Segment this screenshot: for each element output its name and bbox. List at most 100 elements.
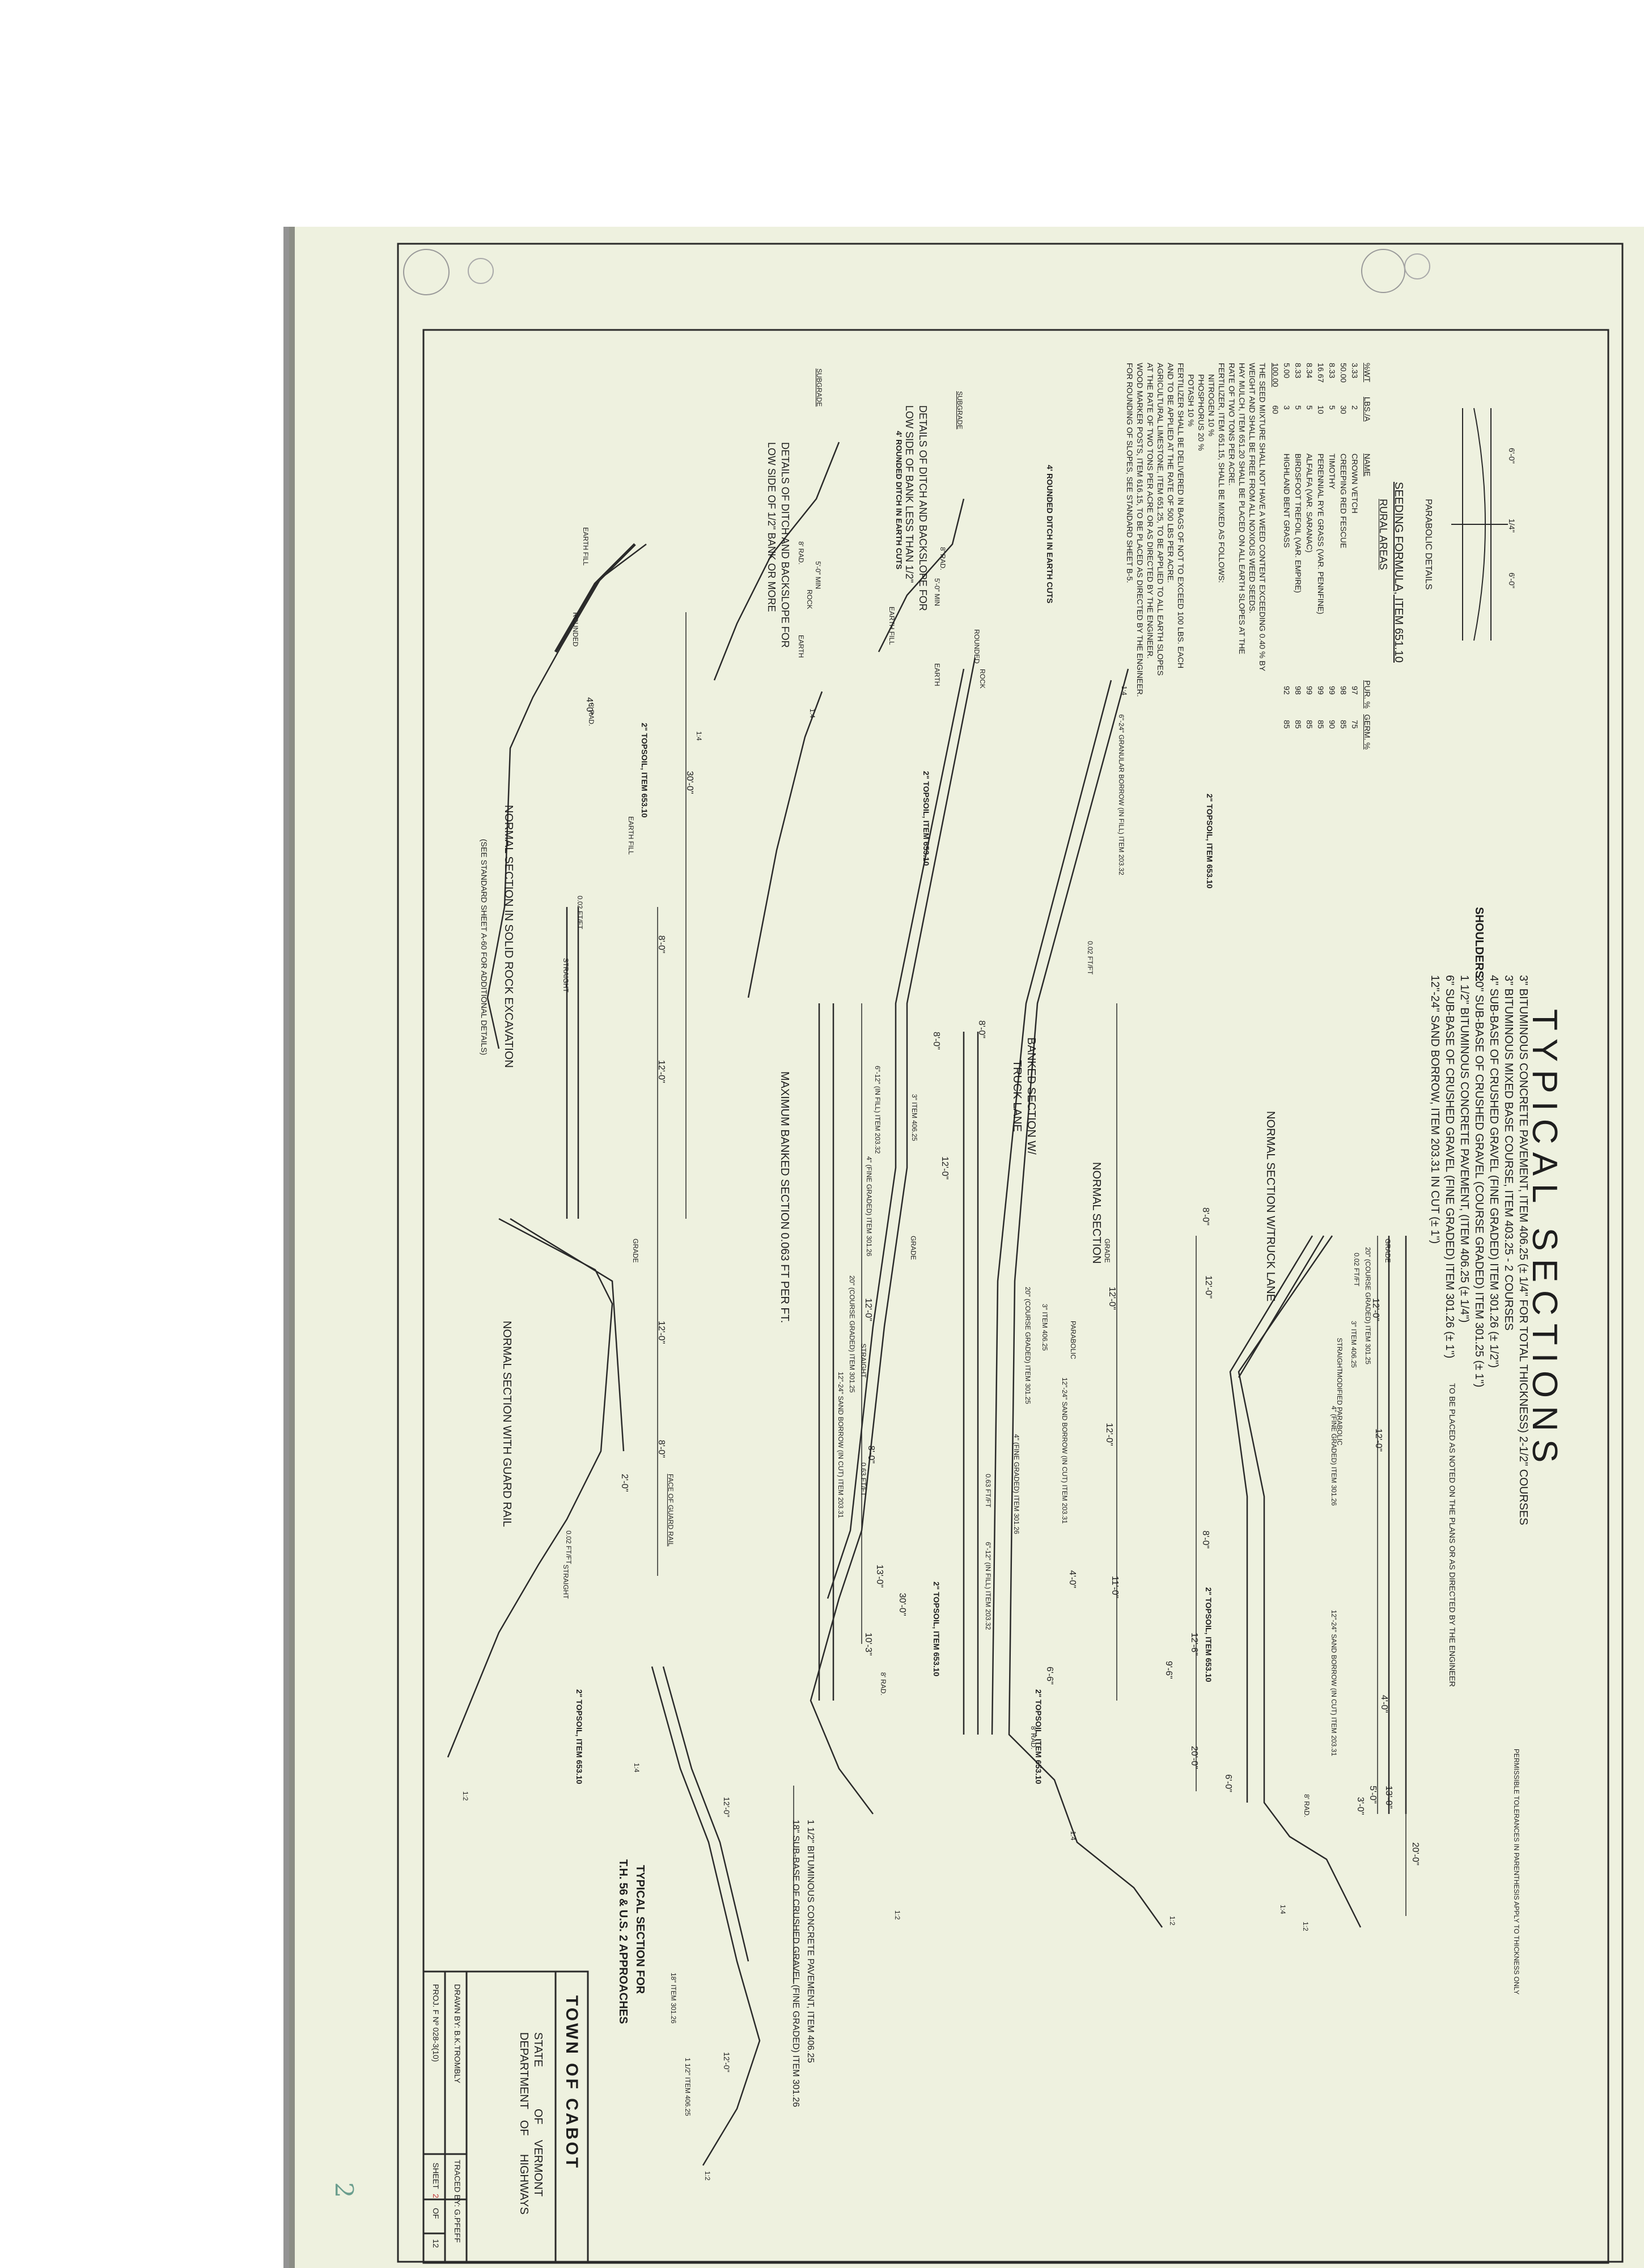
seed-cell: 85 (1305, 720, 1314, 729)
seed-cell: 90 (1328, 720, 1337, 729)
dim-label: 12'-0" (656, 1060, 666, 1083)
seed-cell: 8.33 (1328, 363, 1337, 379)
seed-total-lbs: 60 (1271, 405, 1280, 414)
dim-label: 13'-0" (1384, 1786, 1393, 1809)
bit-pavement-label: 3" ITEM 406.25 (910, 1094, 918, 1141)
seed-cell: 99 (1328, 686, 1337, 695)
straight-label: STRAIGHT (859, 1343, 867, 1378)
topsoil-label: 2" TOPSOIL, ITEM 653.10 (932, 1582, 941, 1677)
seed-cell: 98 (1294, 686, 1303, 695)
slope-1-2: 1:2 (1302, 1922, 1310, 1931)
slope-label: 0.02 FT/FT (1086, 941, 1094, 975)
min-label: 5'-0" MIN (814, 561, 822, 590)
bit-pavement-label: 3" ITEM 406.25 (1041, 1304, 1049, 1351)
approach-line-1: 1 1/2" BITUMINOUS CONCRETE PAVEMENT, ITE… (806, 1820, 815, 2063)
sand-borrow-label: 12"-24" SAND BORROW (IN CUT) ITEM 203.31 (1330, 1610, 1338, 1756)
rad-label: 8' RAD. (797, 541, 805, 565)
seed-note: HAY MULCH, ITEM 651.20 SHALL BE PLACED O… (1238, 363, 1247, 655)
approach-line-2: 18" SUB-BASE OF CRUSHED GRAVEL (FINE GRA… (791, 1820, 800, 2108)
seed-header-name: NAME (1363, 453, 1372, 477)
earth-fill-label: EARTH FILL (627, 816, 635, 855)
sand-borrow-label: 12"-24" SAND BORROW (IN CUT) ITEM 203.31 (1061, 1377, 1069, 1524)
of-label-2: OF (518, 2120, 530, 2136)
approach-dim-right: 12'-0" (722, 2052, 731, 2072)
subbase-fine-label: 4" (FINE GRADED) ITEM 301.26 (865, 1156, 873, 1257)
straight-label: STRAIGHT (562, 958, 570, 993)
grade-label: GRADE (1384, 1239, 1392, 1263)
grade-label: GRADE (632, 1239, 639, 1263)
in-fill-label: 6"-12" (IN FILL) ITEM 203.32 (984, 1542, 992, 1630)
dim-label: 12'-0" (1371, 1298, 1380, 1321)
topsoil-label: 2" TOPSOIL, ITEM 653.10 (1204, 1587, 1213, 1682)
seed-cell: BIRDSFOOT TREFOIL (VAR. EMPIRE) (1294, 453, 1303, 594)
slope-1-2: 1:2 (461, 1791, 469, 1801)
project-number: PROJ. F Nº 028-3(10) (431, 1984, 440, 2062)
modified-parabolic-label: MODIFIED PARABOLIC (1336, 1372, 1344, 1445)
seed-note: FOR ROUNDING OF SLOPES, SEE STANDARD SHE… (1125, 363, 1134, 583)
total-sheets: 12 (431, 2239, 440, 2248)
subgrade-label: SUBGRADE (815, 368, 823, 407)
seed-cell: 5.00 (1282, 363, 1291, 379)
straight-label: STRAIGHT (1336, 1338, 1344, 1372)
rad-label: 8' RAD. (1029, 1726, 1037, 1749)
ditch-detail-1: DETAILS OF DITCH AND BACKSLOPE FOR (917, 405, 929, 611)
seed-cell: 30 (1339, 405, 1348, 414)
dim-label: 10'-3" (863, 1633, 873, 1656)
sheet-number: 2 (431, 2194, 440, 2198)
pavement-line-4: 20" SUB-BASE OF CRUSHED GRAVEL (COURSE G… (1473, 975, 1485, 1388)
vermont-label: VERMONT (532, 2140, 544, 2197)
pavement-line-3: 4" SUB-BASE OF CRUSHED GRAVEL (FINE GRAD… (1488, 975, 1500, 1368)
dim-label: 20'-0" (1410, 1842, 1420, 1866)
dim-label: 9'-6" (1164, 1661, 1173, 1679)
sand-borrow-label: 12"-24" SAND BORROW (IN CUT) ITEM 203.31 (837, 1372, 845, 1518)
seed-header-wt: %WT (1363, 363, 1372, 383)
rock-label: ROCK (806, 590, 813, 609)
seed-total-wt: 100.00 (1271, 363, 1280, 387)
topsoil-label: 2" TOPSOIL, ITEM 653.10 (575, 1689, 584, 1784)
seed-note: FERTILIZER, ITEM 651.15, SHALL BE MIXED … (1217, 363, 1226, 583)
subbase-coarse-label: 20" (COURSE GRADED) ITEM 301.25 (848, 1275, 856, 1393)
seed-note: AND TO BE APPLIED AT THE RATE OF 500 LBS… (1166, 363, 1175, 583)
dim-label: 12'-0" (1204, 1275, 1213, 1299)
dim-label: 5'-0" (1368, 1786, 1378, 1804)
seed-cell: 3 (1282, 405, 1291, 410)
dim-label: 13'-0" (875, 1565, 884, 1588)
slope-1-4: 1:4 (1069, 1831, 1077, 1841)
rounded-ditch-1: 4' ROUNDED DITCH IN EARTH CUTS (1045, 465, 1054, 604)
dim-label: 2'-0" (620, 1474, 629, 1492)
inner-border (422, 329, 1609, 2264)
subgrade-label: SUBGRADE (956, 391, 964, 430)
parabolic-dim-1: 6'-0" (1507, 448, 1516, 464)
sheet-label: SHEET (431, 2163, 440, 2189)
title-banked-2: TRUCK LANE (1011, 1060, 1023, 1132)
parabolic-dim-3: 6'-0" (1507, 573, 1516, 588)
placement-note: TO BE PLACED AS NOTED ON THE PLANS OR AS… (1448, 1383, 1457, 1687)
dim-label: 8'-0" (866, 1445, 876, 1464)
grade-label: GRADE (1103, 1239, 1111, 1263)
slope-label: 0.02 FT/FT (565, 1531, 573, 1565)
seed-note: WOOD MARKER POSTS, ITEM 616.15, TO BE PL… (1135, 363, 1145, 697)
slope-1-4: 1:4 (808, 709, 816, 718)
seed-cell: 2 (1350, 405, 1359, 410)
straight-label: STRAIGHT (562, 1565, 570, 1599)
scan-edge-shadow (283, 227, 295, 2268)
title-truck-lane: NORMAL SECTION W/TRUCK LANE (1264, 1111, 1277, 1302)
dim-label: 11'-0" (1110, 1576, 1120, 1599)
seed-cell: 85 (1316, 720, 1325, 729)
slope-1-2: 1:2 (893, 1910, 901, 1920)
dim-label: 12'-0" (656, 1321, 666, 1344)
pavement-line-1: 3" BITUMINOUS CONCRETE PAVEMENT, ITEM 40… (1517, 975, 1529, 1525)
dim-label: 8'-0" (1201, 1207, 1210, 1226)
ditch-detail-2: DETAILS OF DITCH AND BACKSLOPE FOR (779, 442, 791, 648)
dim-label: 12'-0" (863, 1298, 873, 1321)
subbase-fine-label: 4" (FINE GRADED) ITEM 301.26 (1012, 1434, 1020, 1534)
seed-cell: 8.33 (1294, 363, 1303, 379)
dim-label: 4'-0" (1379, 1695, 1389, 1713)
seed-cell: 85 (1294, 720, 1303, 729)
dim-label: 8'-0" (656, 935, 666, 953)
seed-cell: 92 (1282, 686, 1291, 695)
seed-cell: HIGHLAND BENT GRASS (1282, 453, 1291, 548)
seed-note: NITROGEN 10 % (1207, 374, 1216, 436)
earth-label: EARTH (797, 635, 805, 658)
seed-header-germ: GERM. % (1363, 714, 1372, 750)
